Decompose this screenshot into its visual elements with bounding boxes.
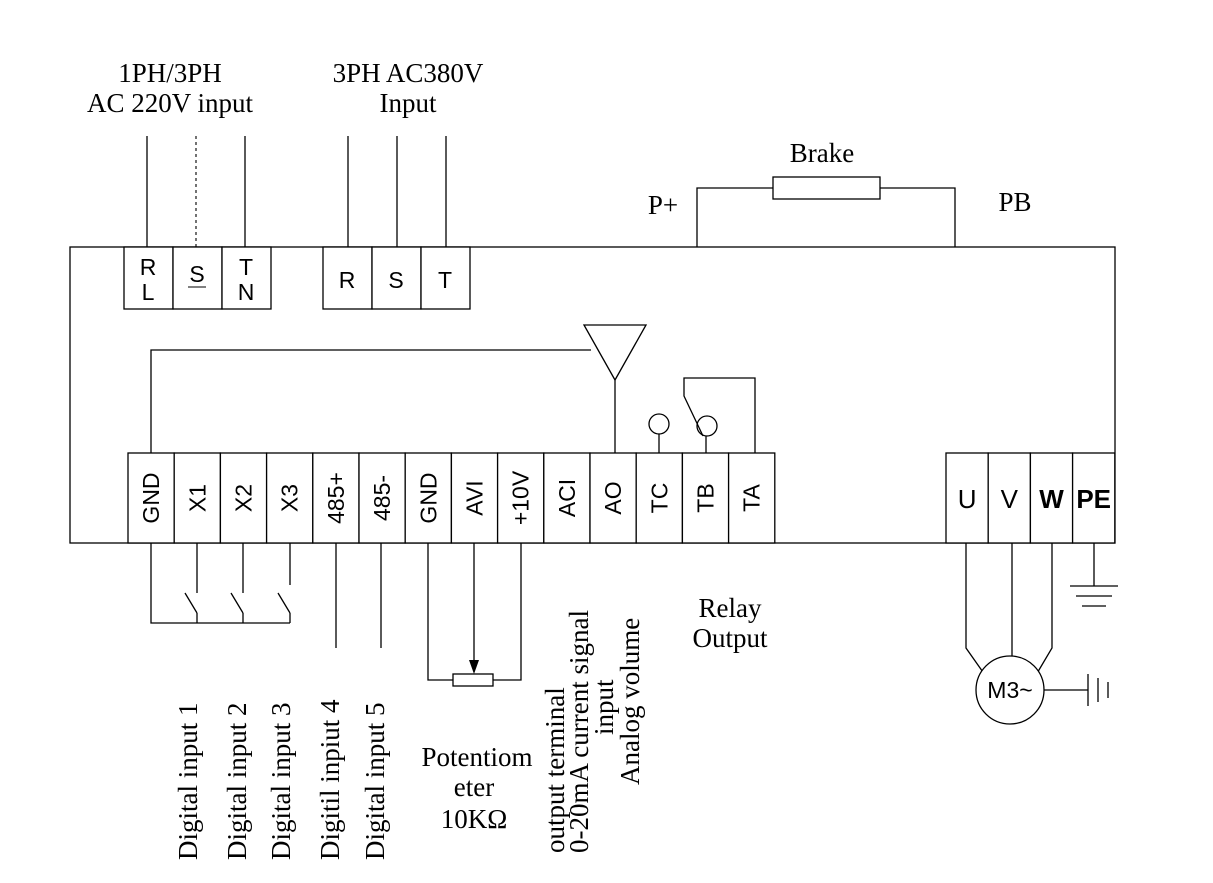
control-terminal-label-13: TA (739, 484, 765, 512)
brake-wire (696, 187, 773, 247)
pe-ground (1070, 543, 1118, 607)
digital-common-wire (150, 543, 290, 624)
output-terminal-label-0: U (958, 484, 977, 514)
potentiometer-label-line1: Potentiom (421, 742, 532, 772)
potentiometer-label-line3: 10KΩ (441, 804, 508, 834)
relay-tb-contact (696, 415, 718, 437)
pot-resistor (452, 673, 494, 687)
ao-label-line1: Analog volume (615, 618, 645, 785)
control-terminal-label-1: X1 (184, 484, 210, 512)
control-terminal-11 (635, 452, 684, 544)
x2-switch-blade (230, 592, 244, 614)
potentiometer (427, 543, 522, 687)
motor-label: M3~ (987, 677, 1032, 703)
terminal-s (172, 246, 223, 310)
pot-10v-wire (493, 543, 522, 681)
control-terminal-9 (543, 452, 591, 544)
output-terminal-label-2: W (1039, 484, 1064, 514)
motor-wire-w (1035, 543, 1053, 676)
motor-wire-u (965, 543, 986, 676)
digital-input-2-label: Digital input 2 (222, 703, 252, 861)
internal-gnd-wire (150, 349, 591, 453)
terminal-block-3ph: R S T (322, 246, 471, 310)
relay-tc-contact (648, 413, 670, 435)
control-terminal-7 (450, 452, 499, 544)
terminal-tn-top: T (239, 254, 253, 280)
terminal-3ph-t (420, 246, 471, 310)
pot-gnd-wire (427, 543, 453, 681)
potentiometer-label-line2: eter (454, 772, 494, 802)
supply-3ph-label-line2: Input (380, 88, 437, 118)
control-terminal-label-0: GND (138, 472, 164, 523)
brake-pb-label: PB (998, 187, 1031, 217)
control-terminal-label-3: X3 (277, 484, 303, 512)
relay-switch-arm (683, 377, 756, 453)
control-terminal-6 (404, 452, 453, 544)
brake-resistor (772, 176, 881, 200)
terminal-rl-bottom: L (142, 279, 155, 305)
control-terminal-label-12: TB (693, 483, 719, 512)
terminal-3ph-s (371, 246, 422, 310)
control-terminal-5 (358, 452, 406, 544)
supply-3ph-label-line1: 3PH AC380V (333, 58, 484, 88)
relay-label-line1: Relay (699, 593, 762, 623)
terminal-block-1ph: R L S T N (123, 246, 272, 310)
terminal-tn-bottom: N (238, 279, 255, 305)
control-terminal-label-6: GND (415, 472, 441, 523)
digital-input-5-label: Digital input 5 (360, 703, 390, 861)
digital-input-4-label: Digitil inpiut 4 (315, 699, 345, 860)
control-terminal-label-2: X2 (231, 484, 257, 512)
terminal-tn (221, 246, 272, 310)
output-terminal-0 (945, 452, 989, 544)
motor-wiring: M3~ (965, 543, 1109, 725)
relay-label-line2: Output (692, 623, 768, 653)
terminal-3ph-s-label: S (388, 267, 403, 293)
output-terminal-label-1: V (1001, 484, 1019, 514)
control-terminal-label-9: ACI (554, 479, 580, 517)
control-terminal-label-10: AO (600, 481, 626, 514)
pot-wiper-arrow (469, 660, 479, 674)
ao-label-line2: output terminal (540, 687, 570, 853)
control-terminal-strip: GND X1 X2 X3 485+ 485- GND AVI +10V ACI AO TC TB TA (127, 452, 776, 544)
terminal-rl (123, 246, 174, 310)
supply-1ph-label-line2: AC 220V input (87, 88, 254, 118)
control-terminal-label-8: +10V (508, 470, 534, 525)
brake-p-plus-label: P+ (648, 190, 678, 220)
control-terminal-label-7: AVI (462, 480, 488, 515)
control-terminal-label-4: 485+ (323, 472, 349, 524)
control-terminal-label-5: 485- (369, 475, 395, 521)
output-terminal-1 (987, 452, 1032, 544)
x3-switch-blade (277, 592, 291, 614)
digital-input-3-label: Digital input 3 (266, 703, 296, 861)
control-terminal-3 (265, 452, 314, 544)
terminal-rl-top: R (140, 254, 157, 280)
aci-label-line2: input (589, 679, 619, 735)
supply-1ph-label-line1: 1PH/3PH (118, 58, 222, 88)
brake-wire-pb (880, 187, 956, 247)
terminal-3ph-r-label: R (339, 267, 356, 293)
output-terminal-label-3: PE (1076, 484, 1111, 514)
control-terminal-8 (496, 452, 545, 544)
digital-input-1-label: Digital input 1 (173, 703, 203, 861)
terminal-s-top: S (189, 261, 204, 287)
control-terminal-label-11: TC (646, 483, 672, 514)
digital-input-switches (150, 543, 291, 624)
brake-label: Brake (790, 138, 854, 168)
amplifier-symbol (582, 324, 648, 382)
control-terminal-12 (681, 452, 730, 544)
control-terminal-13 (727, 452, 776, 544)
x1-switch-blade (184, 592, 198, 614)
terminal-3ph-t-label: T (438, 267, 452, 293)
aci-label-line1: 0-20mA current signal (564, 610, 594, 853)
